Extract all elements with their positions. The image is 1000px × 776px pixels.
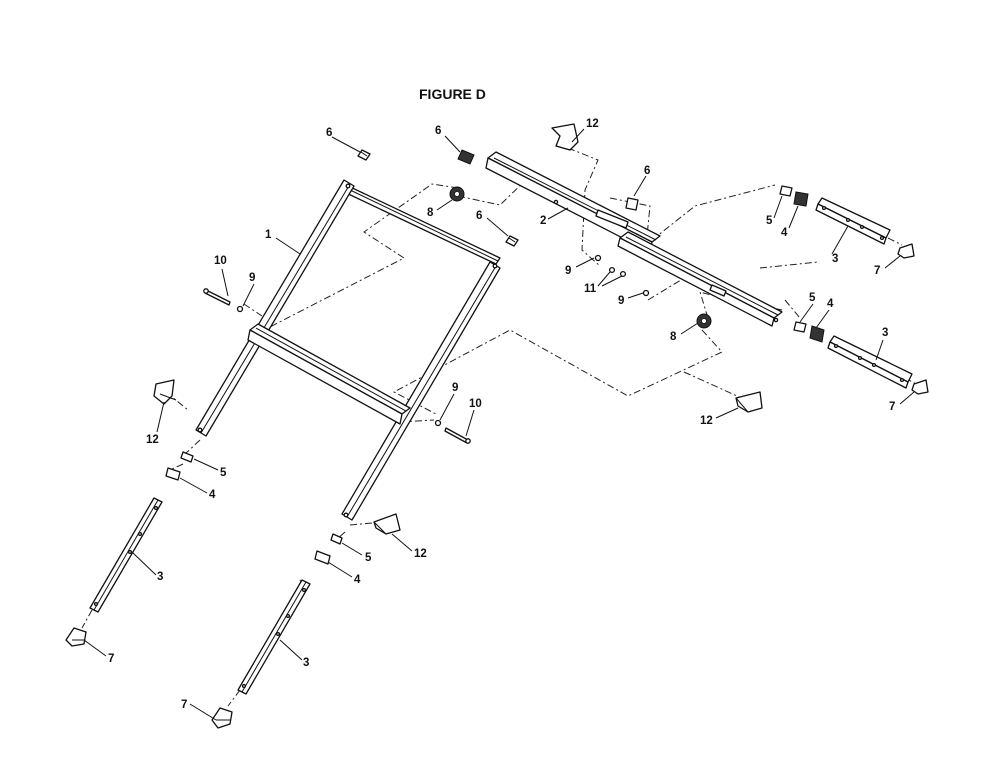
callout-labels: 6 6 12 6 8 6 1 2 10 9 9 11 9 8 5 4 3 7 5… [108,118,895,711]
callout-10-bolt: 10 [469,398,482,410]
callout-5-spacer: 5 [365,552,372,564]
callout-3-leg-extension: 3 [303,657,309,669]
callout-12-clamp: 12 [414,548,427,560]
callout-leader-lines [83,128,915,721]
callout-3-leg-extension: 3 [832,253,838,265]
part-10-bolt-left [203,288,231,306]
callout-9-washer: 9 [249,272,255,284]
callout-6-end-cap: 6 [476,210,482,222]
callout-7-foot: 7 [874,265,880,277]
callout-3-leg-extension: 3 [157,571,163,583]
callout-4-collar: 4 [781,227,788,239]
callout-9-washer: 9 [452,382,458,394]
part-12-clamps [153,123,763,535]
callout-5-spacer: 5 [220,467,227,479]
callout-12-clamp: 12 [586,118,599,130]
part-6-end-cap-1 [357,149,371,161]
callout-12-clamp: 12 [700,415,713,427]
part-3-leg-extension-right [237,579,311,695]
callout-4-collar: 4 [827,298,834,310]
callout-6-end-cap: 6 [644,165,650,177]
callout-6-end-cap: 6 [326,127,332,139]
callout-8-wheel: 8 [427,207,434,219]
part-8-wheel-upper [449,186,465,202]
part-8-wheel-lower [696,313,712,329]
callout-7-foot: 7 [181,699,187,711]
part-6-end-cap-2 [457,149,475,165]
callout-1-frame: 1 [265,229,272,241]
callout-4-collar: 4 [354,574,361,586]
part-6-end-cap-3 [625,197,639,211]
part-1-front-frame [195,179,501,521]
figure-title: FIGURE D [419,86,486,102]
callout-7-foot: 7 [108,653,114,665]
part-3-leg-extension-lower [827,335,913,389]
callout-10-bolt: 10 [214,255,227,267]
part-7-feet [65,243,929,729]
callout-7-foot: 7 [889,401,895,413]
part-11-nuts [608,266,627,278]
callout-5-spacer: 5 [809,292,816,304]
callout-3-leg-extension: 3 [882,327,888,339]
callout-4-collar: 4 [209,489,216,501]
callout-2-rail: 2 [540,215,546,227]
part-3-leg-extension-upper [815,197,891,245]
callout-8-wheel: 8 [670,331,677,343]
callout-6-end-cap: 6 [435,125,441,137]
callout-11-nut: 11 [584,283,597,295]
part-3-leg-extension-left [89,497,163,613]
part-10-bolt-right [444,427,471,444]
part-5-spacers [180,185,807,545]
callout-9-washer: 9 [565,265,571,277]
callout-12-clamp: 12 [146,434,159,446]
part-9-washers [236,254,650,427]
part-2-upper-rail [485,151,783,327]
part-4-collars [165,191,825,565]
part-6-end-cap-4 [505,235,519,247]
callout-5-spacer: 5 [766,215,773,227]
callout-9-washer: 9 [618,295,624,307]
